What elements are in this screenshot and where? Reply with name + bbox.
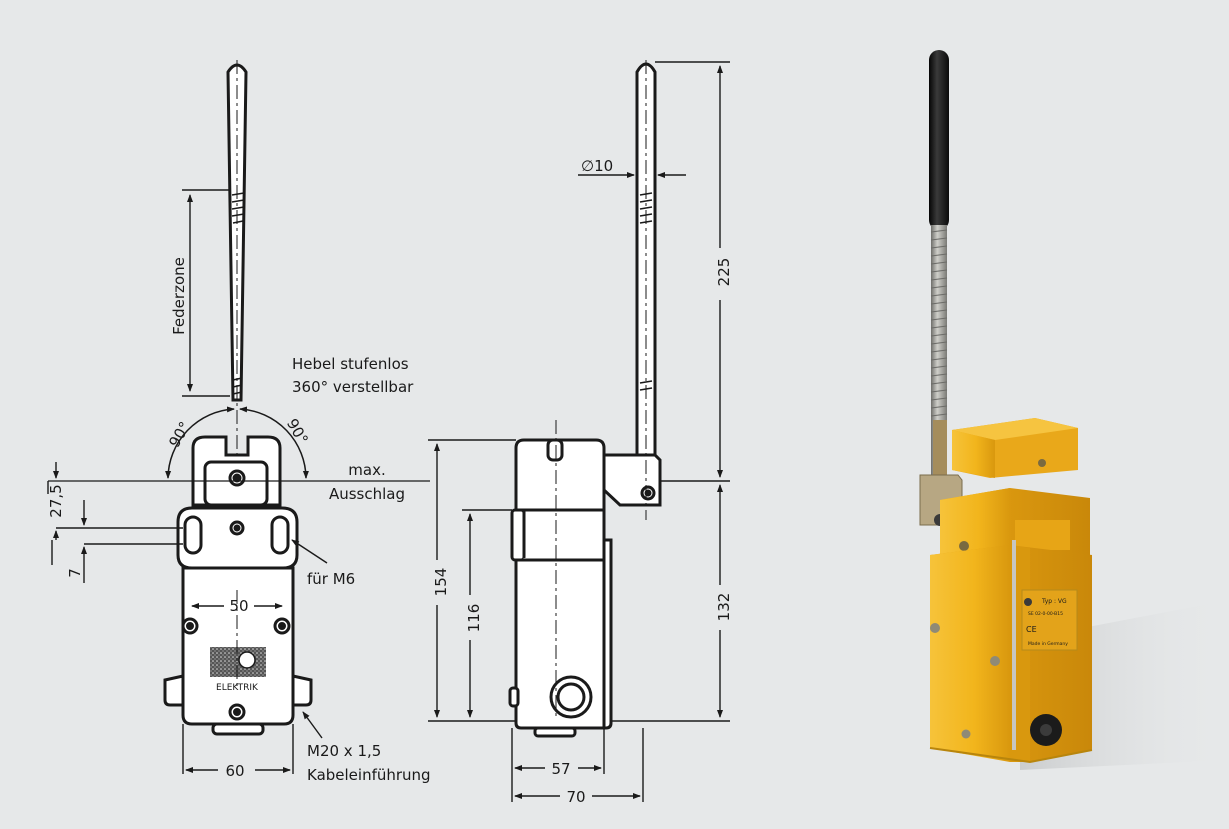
front-height-dimension xyxy=(47,462,183,583)
spring-zone-label: Federzone xyxy=(170,257,188,335)
dim-116: 116 xyxy=(465,604,483,633)
dim-50: 50 xyxy=(229,597,248,615)
max-deflection-line2: Ausschlag xyxy=(329,485,405,503)
product-photo: Typ : VG SE 02-0-00-B15 CE Made in Germa… xyxy=(919,50,1229,770)
side-view xyxy=(508,60,662,738)
front-housing xyxy=(181,566,295,726)
dim-57: 57 xyxy=(551,760,570,778)
cable-entry-line1: M20 x 1,5 xyxy=(307,742,381,760)
pivot-height-dimension xyxy=(612,480,730,722)
mounting-hole-label: für M6 xyxy=(307,570,355,588)
side-total-height-dimension xyxy=(428,439,516,722)
elektrik-logo-icon xyxy=(210,647,266,677)
spring-zone-dimension xyxy=(182,189,230,397)
dim-132: 132 xyxy=(715,593,733,622)
side-inner-width-dimension xyxy=(511,728,605,802)
lever-note-line2: 360° verstellbar xyxy=(292,378,414,396)
dim-225: 225 xyxy=(715,258,733,287)
lever-tip-icon xyxy=(929,50,949,230)
dim-7: 7 xyxy=(66,568,84,578)
svg-text:Made in Germany: Made in Germany xyxy=(1028,641,1068,647)
svg-text:Typ : VG: Typ : VG xyxy=(1041,598,1067,605)
logo-text: ELEKTRIK xyxy=(216,683,259,693)
dim-154: 154 xyxy=(432,568,450,597)
side-lever xyxy=(635,62,657,457)
dim-diameter: ∅10 xyxy=(581,157,613,175)
cable-entry-leader xyxy=(302,711,323,739)
front-width-dimension xyxy=(182,724,294,774)
svg-text:CE: CE xyxy=(1026,625,1037,634)
lever-length-dimension xyxy=(655,61,730,478)
max-deflection-line1: max. xyxy=(348,461,385,479)
side-total-width-dimension xyxy=(514,728,644,802)
cable-entry-line2: Kabeleinführung xyxy=(307,766,431,784)
nameplate xyxy=(1021,589,1078,651)
dim-27-5: 27,5 xyxy=(47,484,65,517)
svg-text:SE 02-0-00-B15: SE 02-0-00-B15 xyxy=(1028,611,1063,617)
m6-leader xyxy=(291,539,328,564)
angle-right-label: 90° xyxy=(283,415,312,447)
front-view: ELEKTRIK xyxy=(48,60,430,736)
angle-indicator xyxy=(165,406,309,479)
side-inner-height-dimension xyxy=(462,509,512,718)
dim-70: 70 xyxy=(566,788,585,806)
lever-note-line1: Hebel stufenlos xyxy=(292,355,409,373)
angle-left-label: 90° xyxy=(165,418,194,450)
dim-60: 60 xyxy=(225,762,244,780)
